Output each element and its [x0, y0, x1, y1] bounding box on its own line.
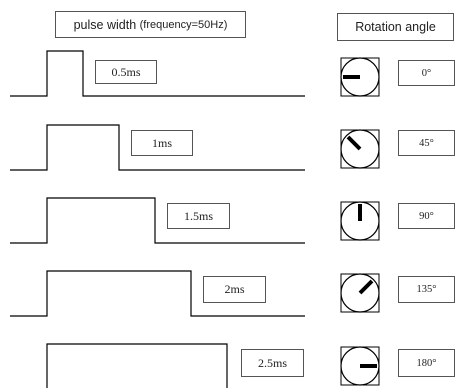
frequency-note: (frequency=50Hz) [139, 18, 228, 31]
rotation-angle-label: Rotation angle [355, 20, 436, 34]
angle-label-row-3: 90° [398, 203, 455, 229]
pulse-width-header: pulse width (frequency=50Hz) [55, 11, 246, 38]
pulse-width-label-row-5: 2.5ms [241, 349, 304, 377]
pulse-waveform-1 [10, 50, 305, 97]
servo-arm-4 [358, 279, 374, 295]
pulse-width-label-row-3: 1.5ms [167, 203, 230, 229]
servo-arm-2 [346, 135, 362, 151]
angle-label-row-1: 0° [398, 60, 455, 86]
angle-label-row-5: 180° [398, 349, 455, 377]
pulse-waveform-5 [46, 343, 228, 388]
pulse-width-label-row-2: 1ms [131, 130, 193, 156]
pulse-width-label: pulse width [73, 17, 137, 32]
pulse-width-label-row-4: 2ms [203, 276, 266, 303]
rotation-angle-header: Rotation angle [337, 13, 454, 41]
pulse-waveform-2 [10, 124, 305, 171]
pulse-waveform-4 [10, 270, 305, 317]
pulse-waveform-3 [10, 197, 305, 244]
angle-label-row-2: 45° [398, 130, 455, 156]
angle-label-row-4: 135° [398, 276, 455, 303]
pulse-width-label-row-1: 0.5ms [95, 60, 157, 84]
